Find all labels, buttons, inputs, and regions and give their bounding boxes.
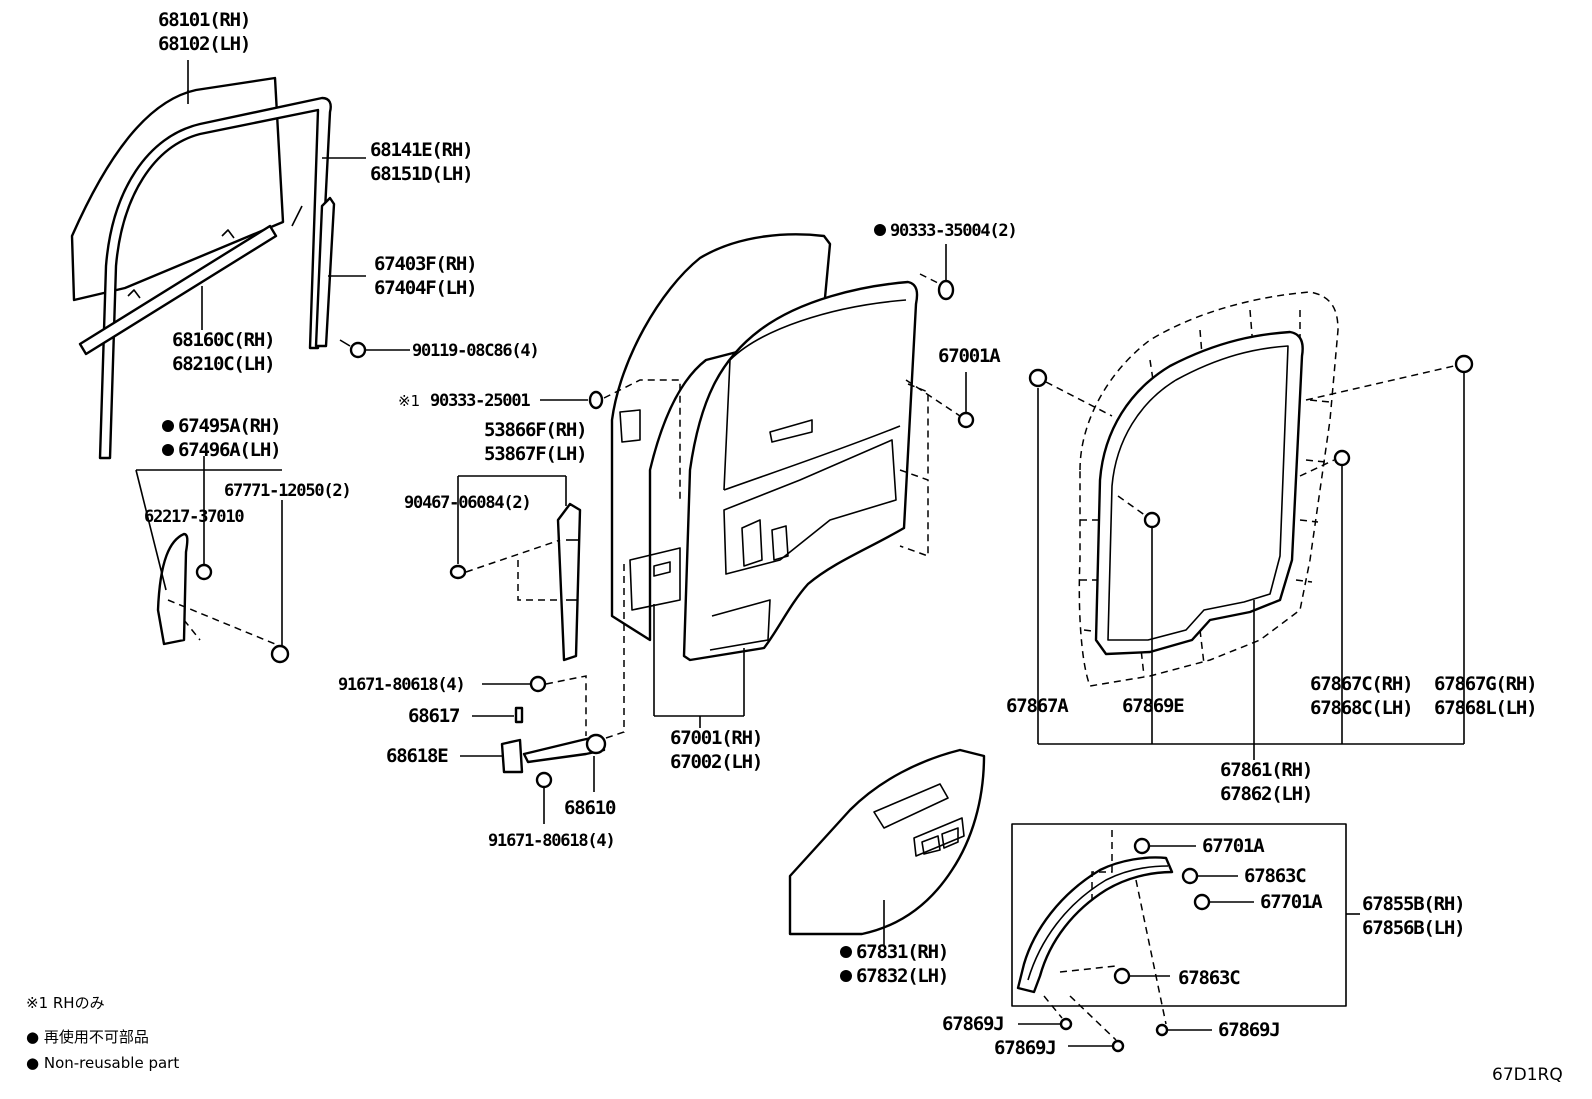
clip-67869j-3 <box>1155 1023 1169 1037</box>
clip-67867g <box>1454 354 1474 374</box>
bolt-91671-b <box>535 771 553 789</box>
door-pocket-67855b <box>1016 856 1174 994</box>
label-53866f: 53866F(RH) <box>484 419 586 441</box>
label-67867g: 67867G(RH) <box>1434 673 1536 695</box>
label-68101: 68101(RH) <box>158 9 250 31</box>
label-90333-35004: 90333-35004(2) <box>890 221 1017 241</box>
part-labels: 68101(RH) 68102(LH) 68141E(RH) 68151D(LH… <box>144 9 1538 1059</box>
clip-67701a-2 <box>1193 893 1211 911</box>
belt-weatherstrip <box>78 224 278 356</box>
clip-67001a <box>957 411 975 429</box>
label-67863c-1: 67863C <box>1244 865 1306 887</box>
label-68618e: 68618E <box>386 745 448 767</box>
label-rh-only-mark: ※1 <box>398 392 420 410</box>
non-reusable-dot <box>874 224 886 236</box>
bolt-91671-a <box>529 675 547 693</box>
label-90119: 90119-08C86(4) <box>412 341 539 361</box>
division-bar-channel <box>291 196 336 348</box>
legend-non-reusable-ja: ● 再使用不可部品 <box>26 1028 149 1046</box>
pocket-box <box>1011 823 1347 1007</box>
clip-67867a <box>1028 368 1048 388</box>
label-67863c-2: 67863C <box>1178 967 1240 989</box>
plug-90333-25001 <box>588 390 604 410</box>
label-67832: 67832(LH) <box>856 965 948 987</box>
label-67771: 67771-12050(2) <box>224 481 351 501</box>
clip-62217 <box>195 563 213 581</box>
clip-67867c <box>1333 449 1351 467</box>
non-reusable-dot <box>840 970 852 982</box>
clip-67771 <box>270 644 290 664</box>
label-68210c: 68210C(LH) <box>172 353 274 375</box>
door-check-68610 <box>522 733 607 764</box>
label-67701a-1: 67701A <box>1202 835 1265 857</box>
label-67001: 67001(RH) <box>670 727 762 749</box>
label-67001a: 67001A <box>938 345 1001 367</box>
label-67869e: 67869E <box>1122 695 1184 717</box>
label-67831: 67831(RH) <box>856 941 948 963</box>
quarter-seal <box>156 532 189 646</box>
label-68141e: 68141E(RH) <box>370 139 472 161</box>
label-90333-25001: 90333-25001 <box>430 391 530 411</box>
label-62217: 62217-37010 <box>144 507 244 527</box>
label-67868c: 67868C(LH) <box>1310 697 1412 719</box>
label-68610: 68610 <box>564 797 616 819</box>
glass-run-channel <box>98 96 332 460</box>
label-67855b: 67855B(RH) <box>1362 893 1464 915</box>
legend-non-reusable-en: ● Non-reusable part <box>26 1054 179 1072</box>
door-trim-panel <box>788 748 986 936</box>
plug-90333-35004 <box>937 279 955 301</box>
label-68160c: 68160C(RH) <box>172 329 274 351</box>
label-67701a-2: 67701A <box>1260 891 1323 913</box>
non-reusable-dot <box>162 420 174 432</box>
door-garnish <box>556 502 582 662</box>
clip-67863c-1 <box>1181 867 1199 885</box>
door-glass <box>70 76 285 302</box>
label-67869j-1: 67869J <box>942 1013 1003 1035</box>
label-67867a: 67867A <box>1006 695 1069 717</box>
legend: ※1 RHのみ ● 再使用不可部品 ● Non-reusable part <box>26 994 179 1072</box>
label-67867c: 67867C(RH) <box>1310 673 1412 695</box>
label-67862: 67862(LH) <box>1220 783 1312 805</box>
label-67404f: 67404F(LH) <box>374 277 476 299</box>
label-68151d: 68151D(LH) <box>370 163 472 185</box>
clip-67701a-1 <box>1133 837 1151 855</box>
label-91671-b: 91671-80618(4) <box>488 831 615 851</box>
clip-67863c-2 <box>1113 967 1131 985</box>
door-inner-panel <box>619 280 919 662</box>
label-67861: 67861(RH) <box>1220 759 1312 781</box>
clip-67869j-2 <box>1111 1039 1125 1053</box>
label-90467: 90467-06084(2) <box>404 493 531 513</box>
bracket-68618e <box>500 738 524 774</box>
label-68102: 68102(LH) <box>158 33 250 55</box>
door-weatherstrip-67861 <box>1094 330 1304 656</box>
clip-67869e <box>1143 511 1161 529</box>
label-67869j-3: 67869J <box>1218 1019 1279 1041</box>
non-reusable-dot <box>840 946 852 958</box>
label-67868l: 67868L(LH) <box>1434 697 1536 719</box>
label-67856b: 67856B(LH) <box>1362 917 1464 939</box>
label-67002: 67002(LH) <box>670 751 762 773</box>
legend-rh-only: ※1 RHのみ <box>26 994 105 1012</box>
diagram-code: 67D1RQ <box>1492 1065 1563 1085</box>
screw-90119 <box>339 339 367 359</box>
label-67496a: 67496A(LH) <box>178 439 280 461</box>
grommet-90467 <box>449 564 467 580</box>
label-68617: 68617 <box>408 705 460 727</box>
pin-68617 <box>514 706 524 724</box>
label-67869j-2: 67869J <box>994 1037 1055 1059</box>
clip-67869j-1 <box>1059 1017 1073 1031</box>
non-reusable-dot <box>162 444 174 456</box>
label-67403f: 67403F(RH) <box>374 253 476 275</box>
label-53867f: 53867F(LH) <box>484 443 586 465</box>
label-67495a: 67495A(RH) <box>178 415 280 437</box>
label-91671-a: 91671-80618(4) <box>338 675 465 695</box>
